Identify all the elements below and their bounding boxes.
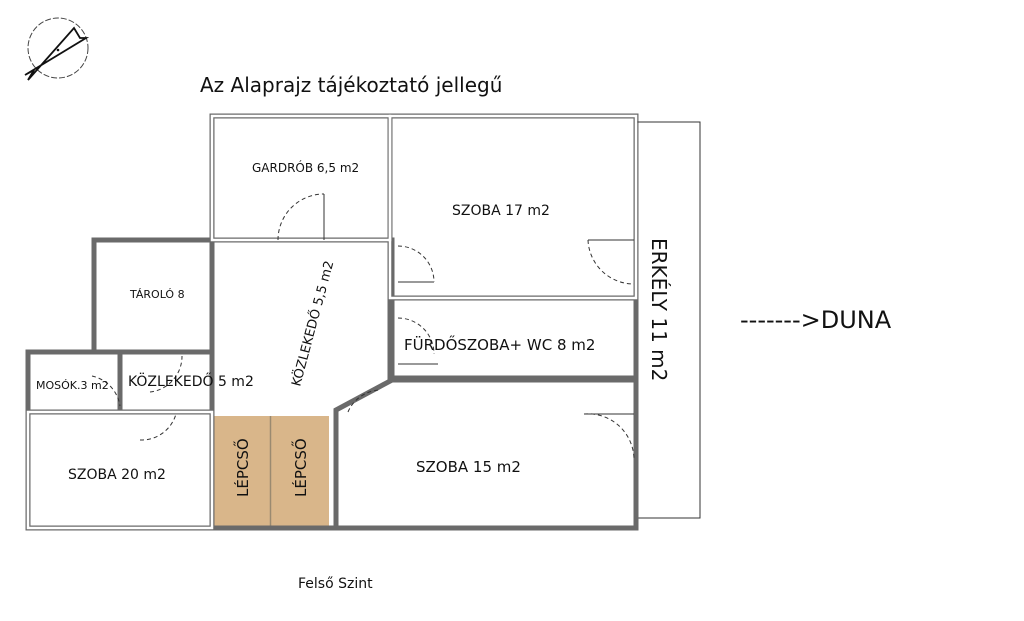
stair-left bbox=[214, 416, 270, 528]
room-erkely: ERKÉLY 11 m2 bbox=[647, 238, 671, 381]
room-furdoszoba: FÜRDŐSZOBA+ WC 8 m2 bbox=[404, 334, 595, 354]
room-lepcso-2: LÉPCSŐ bbox=[290, 438, 310, 497]
stair-right bbox=[271, 416, 329, 528]
room-tarolo: TÁROLÓ 8 bbox=[129, 288, 185, 301]
room-gardrob: GARDRÓB 6,5 m2 bbox=[252, 160, 359, 175]
room-lepcso-1: LÉPCSŐ bbox=[232, 438, 252, 497]
doors bbox=[91, 193, 635, 461]
room-mosok: MOSÓK.3 m2 bbox=[36, 379, 109, 392]
walls bbox=[25, 113, 701, 531]
room-szoba-15: SZOBA 15 m2 bbox=[416, 458, 521, 476]
room-kozlekedo-5: KÖZLEKEDŐ 5 m2 bbox=[128, 372, 254, 390]
room-kozlekedo-5-5: KÖZLEKEDŐ 5,5 m2 bbox=[287, 259, 337, 388]
floor-label: Felső Szint bbox=[298, 576, 373, 592]
compass-icon bbox=[24, 17, 90, 81]
direction-label: ------->DUNA bbox=[740, 306, 892, 334]
room-szoba-20: SZOBA 20 m2 bbox=[68, 467, 166, 483]
room-szoba-17: SZOBA 17 m2 bbox=[452, 203, 550, 219]
plan-title: Az Alaprajz tájékoztató jellegű bbox=[200, 73, 502, 97]
